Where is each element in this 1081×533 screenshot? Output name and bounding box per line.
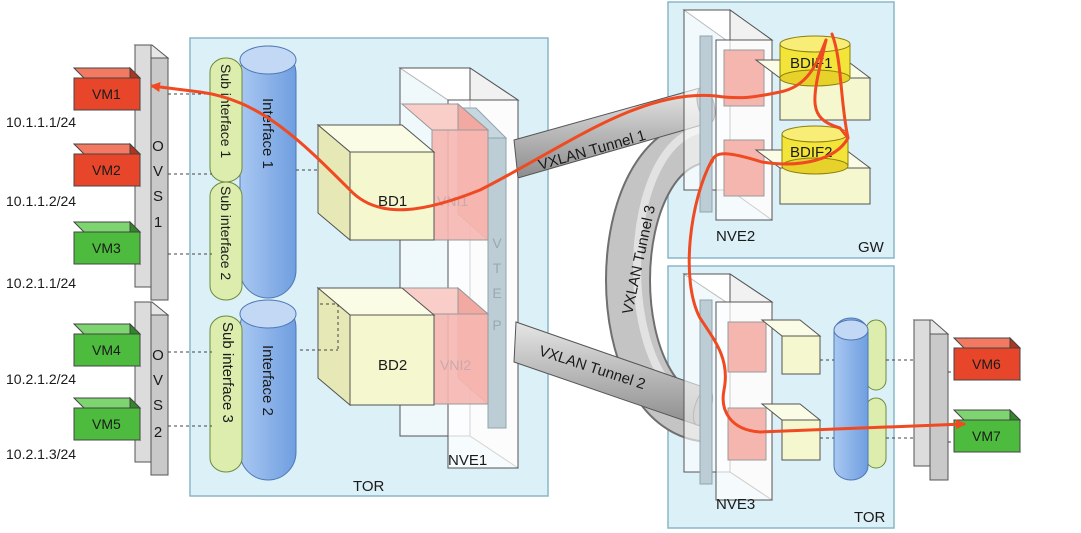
ovs1-letter-3: S (153, 188, 163, 205)
ovs-right-switch (912, 319, 950, 481)
sub-interface-1-label: Sub interface 1 (218, 64, 234, 158)
vm2: VM2 10.1.1.2/24 (6, 142, 142, 209)
vm2-ip: 10.1.1.2/24 (6, 193, 76, 209)
interface-2-label: Interface 2 (259, 345, 276, 416)
bd1-label: BD1 (378, 193, 407, 210)
vm4-label: VM4 (92, 342, 121, 358)
interface-2-cylinder: Interface 2 (239, 299, 297, 481)
vtep-letter-p: P (492, 317, 501, 333)
vm5: VM5 10.2.1.3/24 (6, 396, 142, 462)
gw-label: GW (858, 239, 885, 256)
vm7: VM7 (952, 408, 1022, 454)
ovs1-letter-2: V (153, 163, 163, 180)
vm5-label: VM5 (92, 416, 121, 432)
vm6: VM6 (952, 336, 1022, 382)
vm3: VM3 10.2.1.1/24 (6, 220, 142, 291)
nve3-label: NVE3 (716, 496, 755, 513)
vtep-letter-t: T (493, 260, 502, 276)
bd2-label: BD2 (378, 357, 407, 374)
vm4-ip: 10.2.1.2/24 (6, 371, 76, 387)
sub-interface-2: Sub interface 2 (209, 181, 243, 301)
bdif2-cylinder: BDIF2 (781, 125, 849, 175)
tor-right-interfaces (833, 317, 887, 481)
tor-right-connectors (820, 359, 914, 439)
vm2-label: VM2 (92, 162, 121, 178)
nve1-label: NVE1 (448, 452, 487, 469)
vni2-block: VNI2 (400, 286, 490, 406)
tor-left-label: TOR (353, 478, 385, 495)
vm4: VM4 10.2.1.2/24 (6, 322, 142, 387)
sub-interface-2-label: Sub interface 2 (218, 186, 234, 280)
bd2-dashes (300, 303, 339, 351)
nve3-box: NVE3 (682, 273, 774, 513)
nve2-label: NVE2 (716, 228, 755, 245)
vtep-letter-v: V (492, 235, 502, 251)
ovs2-letter-3: S (153, 397, 163, 414)
ovs2-letter-4: 2 (154, 424, 162, 441)
bdif2-label: BDIF2 (790, 144, 833, 161)
vni1-block: VNI1 (400, 102, 490, 242)
tor-right-bd-blocks (760, 319, 822, 461)
vm5-ip: 10.2.1.3/24 (6, 446, 76, 462)
vm1-label: VM1 (92, 86, 121, 102)
interface-1-label: Interface 1 (259, 98, 276, 169)
vtep-letter-e: E (492, 285, 501, 301)
sub-interface-3: Sub interface 3 (209, 315, 243, 473)
vm1: VM1 10.1.1.1/24 (6, 66, 142, 130)
ovs2-switch: O V S 2 (133, 301, 170, 476)
interface-1-cylinder: Interface 1 (239, 45, 297, 299)
tor-right-label: TOR (854, 509, 886, 526)
ovs-connectors (168, 93, 320, 427)
nve2-box: NVE2 (682, 9, 774, 245)
sub-interface-1: Sub interface 1 (209, 57, 243, 183)
vm3-ip: 10.2.1.1/24 (6, 275, 76, 291)
bd2-block: BD2 (316, 286, 436, 407)
vm1-ip: 10.1.1.1/24 (6, 114, 76, 130)
ovs2-letter-2: V (153, 372, 163, 389)
traffic-path (150, 32, 966, 434)
ovs1-letter-1: O (152, 138, 164, 155)
bd1-block: BD1 (316, 123, 436, 242)
ovs1-letter-4: 1 (154, 214, 162, 231)
vm6-label: VM6 (972, 356, 1001, 372)
vm3-label: VM3 (92, 240, 121, 256)
vni2-label: VNI2 (440, 357, 471, 373)
vm7-label: VM7 (972, 428, 1001, 444)
ovs2-letter-1: O (152, 347, 164, 364)
sub-interface-3-label: Sub interface 3 (219, 322, 236, 423)
